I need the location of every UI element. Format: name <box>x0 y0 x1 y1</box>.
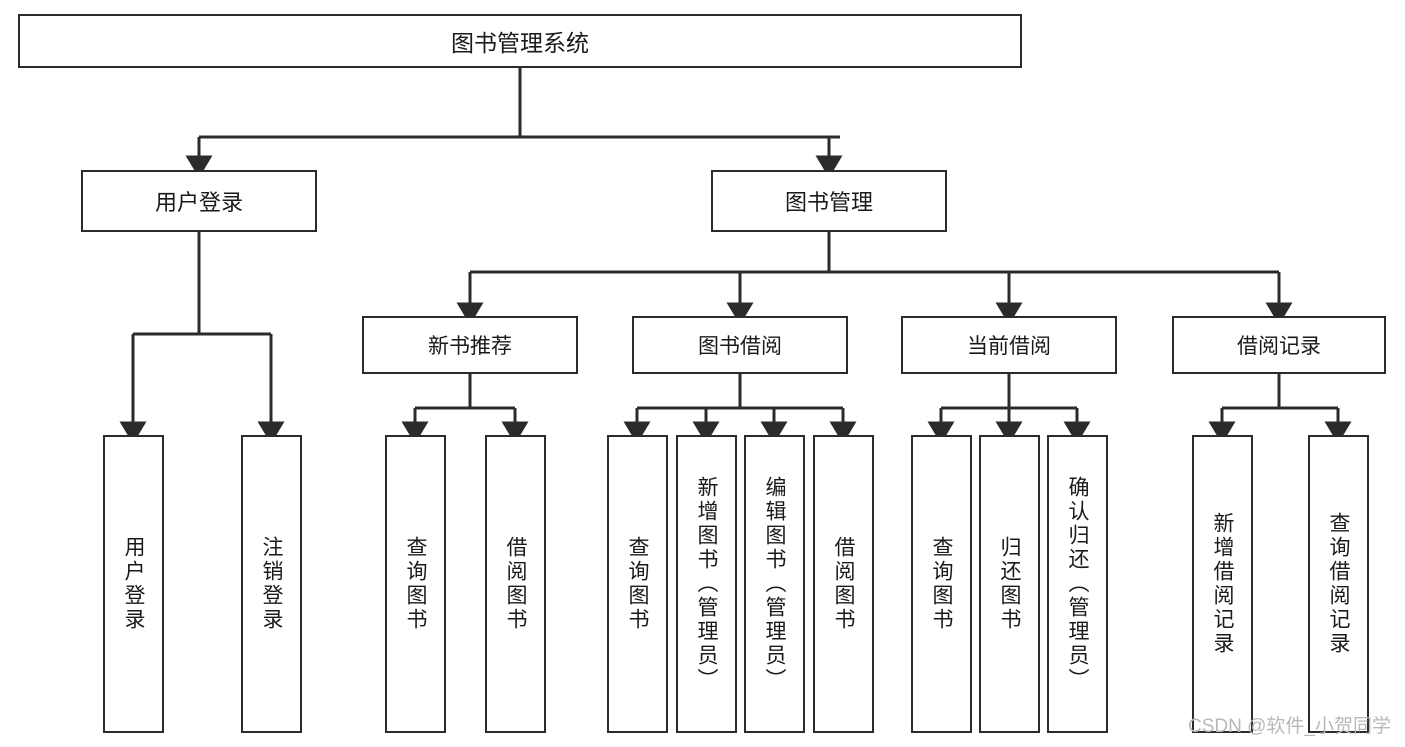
node-book-borrow-label: 图书借阅 <box>698 335 782 358</box>
leaf-edit-book[interactable]: 编辑图书（管理员） <box>744 435 805 733</box>
leaf-return-book[interactable]: 归还图书 <box>979 435 1040 733</box>
node-borrow-record-label: 借阅记录 <box>1237 335 1321 358</box>
watermark: CSDN @软件_小贺同学 <box>1188 716 1391 737</box>
leaf-query-book-1-label: 查询图书 <box>404 536 427 632</box>
leaf-query-book-3-label: 查询图书 <box>930 536 953 632</box>
node-current-borrow-label: 当前借阅 <box>967 335 1051 358</box>
leaf-query-book-2[interactable]: 查询图书 <box>607 435 668 733</box>
leaf-borrow-book-1[interactable]: 借阅图书 <box>485 435 546 733</box>
leaf-return-book-label: 归还图书 <box>998 536 1021 632</box>
node-borrow-record[interactable]: 借阅记录 <box>1172 316 1386 374</box>
leaf-borrow-book-2-label: 借阅图书 <box>832 536 855 632</box>
leaf-user-login-label: 用户登录 <box>122 536 145 632</box>
node-book-manage[interactable]: 图书管理 <box>711 170 947 232</box>
leaf-query-book-1[interactable]: 查询图书 <box>385 435 446 733</box>
leaf-edit-book-label: 编辑图书（管理员） <box>763 476 786 692</box>
leaf-add-book-label: 新增图书（管理员） <box>695 476 718 692</box>
leaf-borrow-book-2[interactable]: 借阅图书 <box>813 435 874 733</box>
node-user-login-label: 用户登录 <box>154 190 243 215</box>
node-new-book-recommend[interactable]: 新书推荐 <box>362 316 578 374</box>
leaf-confirm-return-label: 确认归还（管理员） <box>1066 476 1089 692</box>
leaf-query-book-2-label: 查询图书 <box>626 536 649 632</box>
leaf-add-record-label: 新增借阅记录 <box>1211 512 1234 656</box>
leaf-query-book-3[interactable]: 查询图书 <box>911 435 972 733</box>
leaf-add-record[interactable]: 新增借阅记录 <box>1192 435 1253 733</box>
leaf-borrow-book-1-label: 借阅图书 <box>504 536 527 632</box>
leaf-user-login[interactable]: 用户登录 <box>103 435 164 733</box>
leaf-query-record-label: 查询借阅记录 <box>1327 512 1350 656</box>
leaf-query-record[interactable]: 查询借阅记录 <box>1308 435 1369 733</box>
node-root-label: 图书管理系统 <box>451 30 589 56</box>
node-root[interactable]: 图书管理系统 <box>18 14 1022 68</box>
leaf-add-book[interactable]: 新增图书（管理员） <box>676 435 737 733</box>
node-current-borrow[interactable]: 当前借阅 <box>901 316 1117 374</box>
node-user-login[interactable]: 用户登录 <box>81 170 317 232</box>
node-book-manage-label: 图书管理 <box>784 190 873 215</box>
leaf-confirm-return[interactable]: 确认归还（管理员） <box>1047 435 1108 733</box>
node-book-borrow[interactable]: 图书借阅 <box>632 316 848 374</box>
node-new-book-recommend-label: 新书推荐 <box>428 335 512 358</box>
leaf-logout[interactable]: 注销登录 <box>241 435 302 733</box>
leaf-logout-label: 注销登录 <box>260 536 283 632</box>
